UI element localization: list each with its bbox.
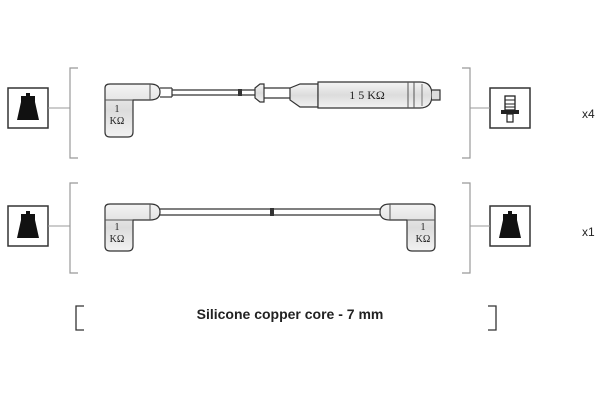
resistance-label-left-top: 1	[115, 104, 120, 115]
cable-segment	[172, 89, 238, 96]
angled-boot-left	[104, 203, 161, 252]
quantity-label: x1	[582, 225, 595, 239]
resistance-label-left-unit: KΩ	[110, 234, 125, 245]
cable-segment	[160, 208, 270, 216]
wire-set-1: 1 KΩ 1 5 KΩ x4	[7, 67, 595, 159]
spark-plug-boot-icon	[7, 87, 49, 129]
spark-plug-boot-icon-right	[489, 205, 531, 247]
cable-break-mark	[238, 89, 242, 96]
left-bracket	[69, 67, 78, 159]
resistance-label-left-unit: KΩ	[110, 116, 125, 127]
resistance-label-right-top: 1	[421, 222, 426, 233]
cable-spec-caption: Silicone copper core - 7 mm	[196, 306, 384, 322]
quantity-label: x4	[582, 107, 595, 121]
resistance-label-middle: 1 5 KΩ	[349, 88, 385, 102]
wire-set-2: 1 KΩ 1 KΩ x1	[7, 182, 595, 274]
distributor-terminal-icon	[489, 87, 531, 129]
left-bracket	[69, 182, 78, 274]
angled-boot-left	[104, 83, 173, 138]
spark-plug-boot-icon	[7, 205, 49, 247]
resistance-label-left-top: 1	[115, 222, 120, 233]
caption-bracket-right	[488, 305, 497, 331]
right-bracket	[462, 182, 471, 274]
caption-bracket-left	[75, 305, 84, 331]
angled-boot-right	[379, 203, 436, 252]
distributor-end-tube	[289, 81, 441, 109]
resistance-label-right-unit: KΩ	[416, 234, 431, 245]
right-bracket	[462, 67, 471, 159]
cable-break-mark	[270, 208, 274, 216]
cable-clip	[254, 83, 290, 103]
